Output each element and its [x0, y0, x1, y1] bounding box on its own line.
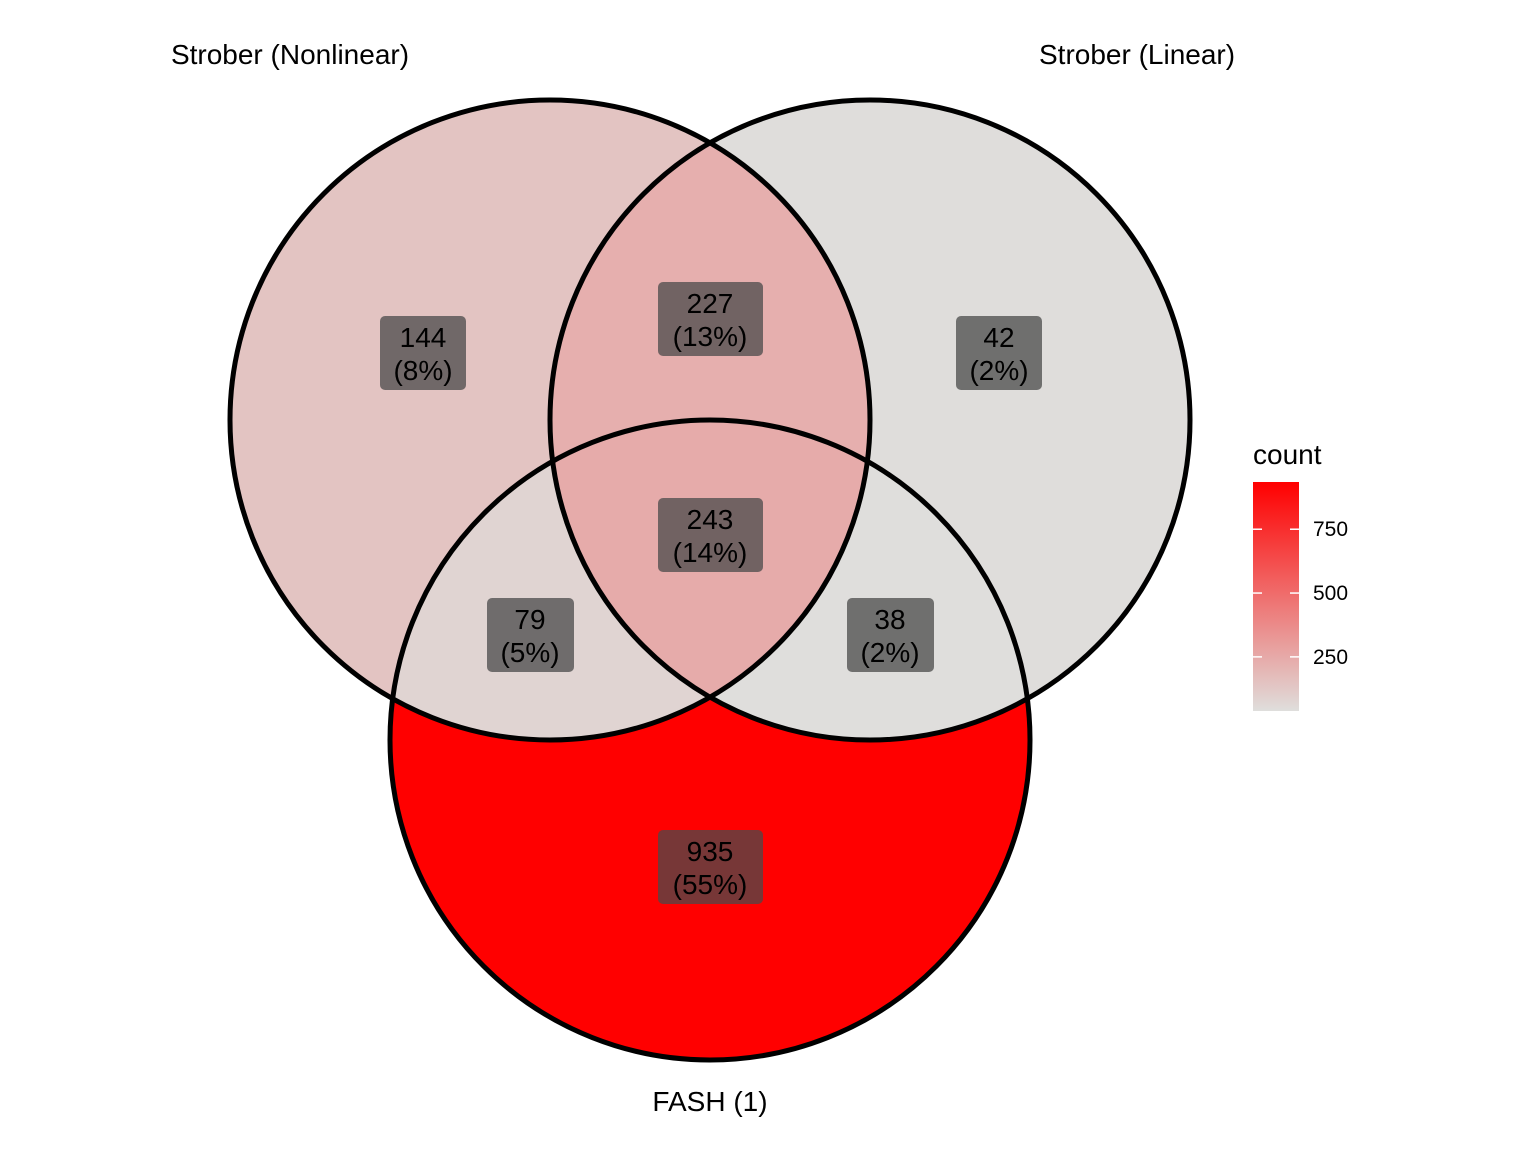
- region-percent: (2%): [860, 637, 919, 668]
- region-linear-fash: [550, 420, 1030, 740]
- legend-title: count: [1253, 439, 1322, 470]
- label-box: [658, 498, 763, 572]
- outline-fash: [387, 417, 1033, 1063]
- legend-ticks: 250 500 750: [1253, 518, 1348, 669]
- label-linear-fash: 38 (2%): [847, 598, 934, 672]
- region-percent: (2%): [969, 355, 1028, 386]
- outline-nonlinear: [227, 97, 873, 743]
- legend-tick-label: 500: [1313, 582, 1348, 605]
- region-percent: (13%): [673, 321, 748, 352]
- region-nonlinear-fash: [390, 420, 870, 740]
- label-all-three: 243 (14%): [658, 498, 763, 572]
- legend-colorbar: [1253, 482, 1299, 711]
- set-label-linear: Strober (Linear): [1039, 39, 1235, 70]
- region-count: 38: [874, 604, 905, 635]
- legend-tick-label: 750: [1313, 518, 1348, 541]
- legend-tick-label: 250: [1313, 646, 1348, 669]
- label-box: [956, 316, 1042, 390]
- color-legend: count 250 500 750: [1253, 439, 1348, 711]
- region-labels: 144 (8%) 227 (13%) 42 (2%) 243 (14%) 79 …: [380, 282, 1042, 904]
- region-fills: [230, 100, 1190, 1060]
- set-label-nonlinear: Strober (Nonlinear): [171, 39, 409, 70]
- label-linear-only: 42 (2%): [956, 316, 1042, 390]
- label-fash-only: 935 (55%): [658, 830, 763, 904]
- label-box: [380, 316, 466, 390]
- region-count: 79: [514, 604, 545, 635]
- label-nonlinear-linear: 227 (13%): [658, 282, 763, 356]
- region-percent: (8%): [393, 355, 452, 386]
- region-percent: (5%): [500, 637, 559, 668]
- region-count: 227: [687, 288, 734, 319]
- label-box: [658, 282, 763, 356]
- label-box: [487, 598, 574, 672]
- region-count: 243: [687, 504, 734, 535]
- label-box: [847, 598, 934, 672]
- label-box: [658, 830, 763, 904]
- label-nonlinear-only: 144 (8%): [380, 316, 466, 390]
- set-label-fash: FASH (1): [652, 1086, 767, 1117]
- region-count: 42: [983, 322, 1014, 353]
- set-labels: Strober (Nonlinear) Strober (Linear): [171, 39, 1235, 70]
- region-percent: (55%): [673, 869, 748, 900]
- set-outlines: [227, 97, 1193, 1063]
- region-percent: (14%): [673, 537, 748, 568]
- region-count: 144: [400, 322, 447, 353]
- region-count: 935: [687, 836, 734, 867]
- outline-linear: [547, 97, 1193, 743]
- label-nonlinear-fash: 79 (5%): [487, 598, 574, 672]
